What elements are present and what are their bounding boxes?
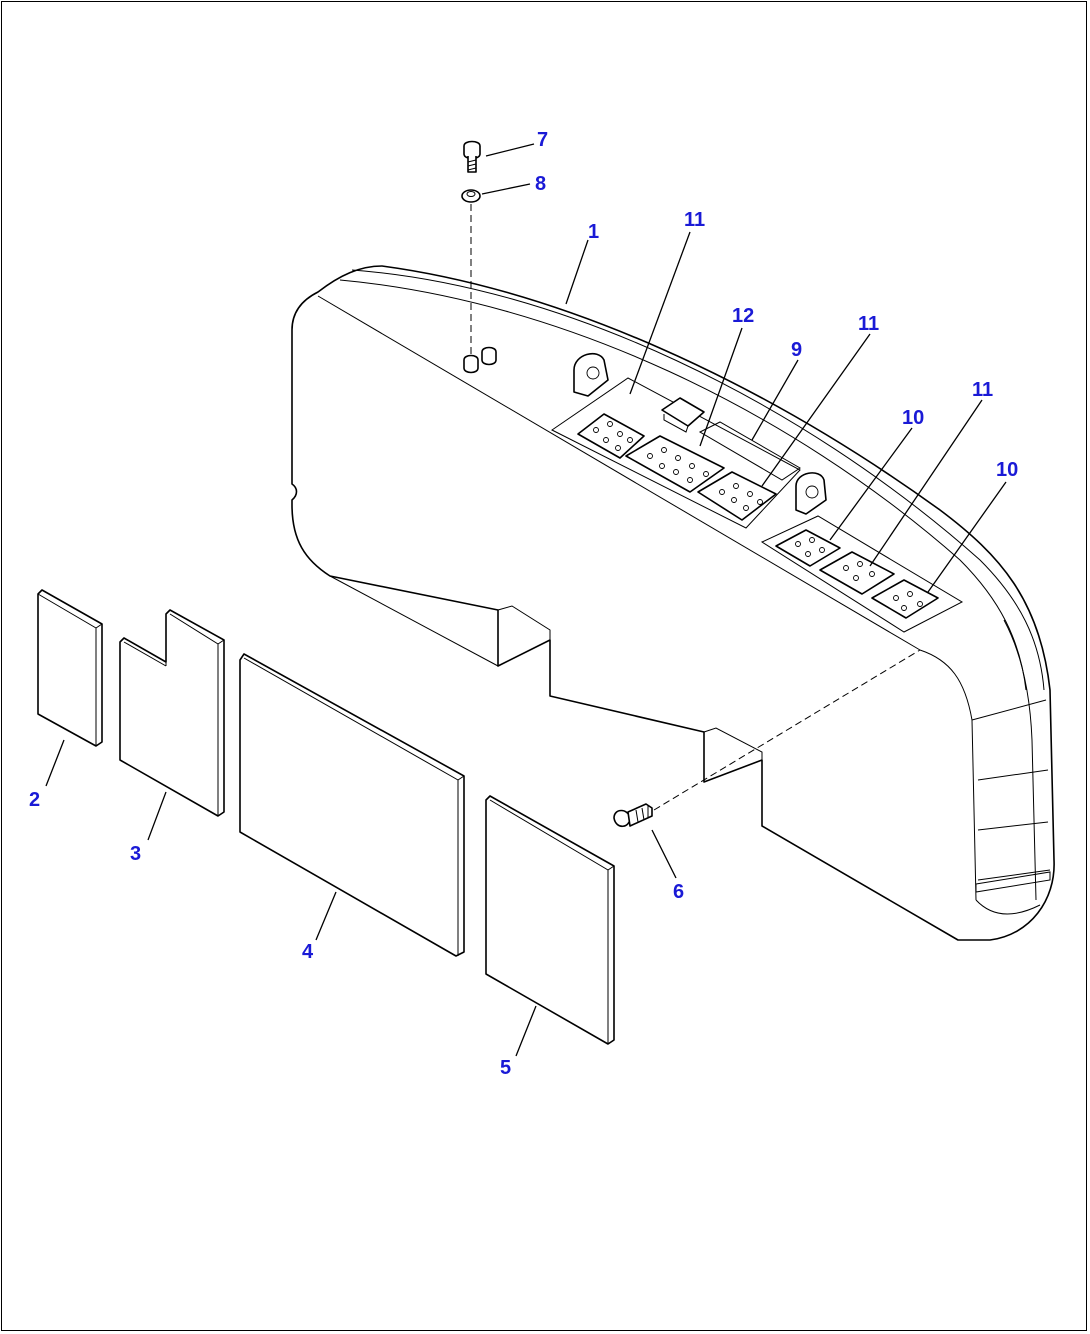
callout-12: 12 <box>732 305 754 327</box>
counterweight-body <box>291 265 1055 941</box>
callout-11-b: 11 <box>858 313 879 335</box>
callout-5: 5 <box>500 1057 511 1079</box>
callout-11-a: 11 <box>684 209 705 231</box>
pad-part-2 <box>37 589 103 747</box>
callout-3: 3 <box>130 843 141 865</box>
screw-axis-line <box>653 649 921 811</box>
pad-part-3 <box>119 609 225 817</box>
callout-1: 1 <box>588 221 599 243</box>
plate-holes <box>593 421 923 611</box>
callout-8: 8 <box>535 173 546 195</box>
callout-10-b: 10 <box>996 459 1018 481</box>
callout-9: 9 <box>791 339 802 361</box>
washer-part-8 <box>461 189 481 203</box>
callout-11-c: 11 <box>972 379 993 401</box>
callout-10-a: 10 <box>902 407 924 429</box>
callout-2: 2 <box>29 789 40 811</box>
bolt-part-7 <box>463 140 481 173</box>
callout-labels: 7 8 1 11 12 9 11 10 11 10 2 3 4 5 6 <box>29 129 1018 1079</box>
pad-part-5 <box>485 795 615 1045</box>
callout-6: 6 <box>673 881 684 903</box>
pad-part-4 <box>239 653 465 957</box>
screw-part-6 <box>613 803 653 828</box>
callout-4: 4 <box>302 941 314 963</box>
leader-lines <box>45 143 1007 1057</box>
callout-7: 7 <box>537 129 548 151</box>
